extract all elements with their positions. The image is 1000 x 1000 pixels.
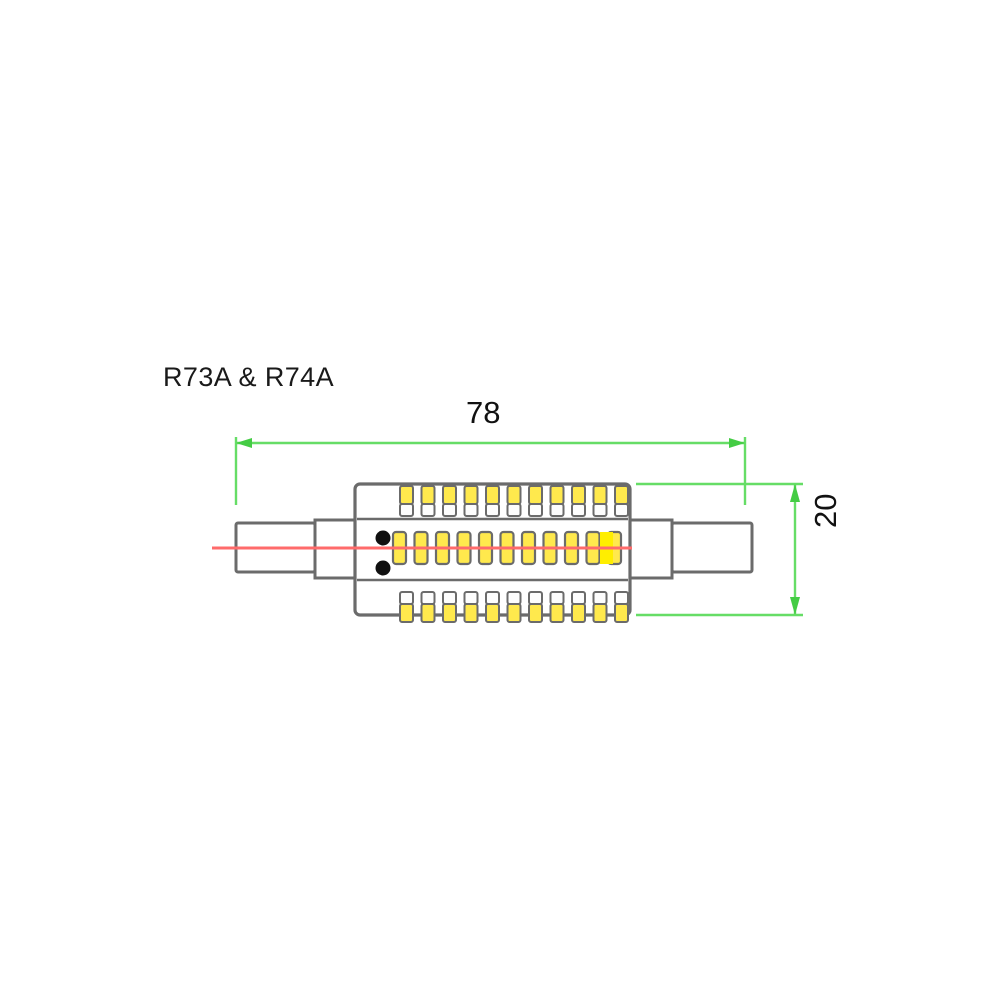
led-chip-base: [485, 503, 500, 517]
led-chip-base: [528, 591, 543, 605]
led-chip-base: [442, 503, 457, 517]
led-chip: [463, 485, 479, 505]
led-chip: [549, 485, 565, 505]
led-chip: [399, 603, 414, 623]
led-chip: [485, 485, 500, 505]
led-chip: [420, 485, 436, 505]
led-chip-base: [506, 591, 522, 605]
led-chip: [442, 485, 457, 505]
led-chip-base: [592, 591, 608, 605]
led-chip-base: [549, 503, 565, 517]
dimension-label-height: 20: [808, 493, 843, 528]
led-chip-base: [571, 591, 586, 605]
led-chip-base: [528, 503, 543, 517]
led-chip: [528, 485, 543, 505]
part-number-label: R73A & R74A: [163, 362, 335, 392]
led-chip-base: [399, 591, 414, 605]
led-chip: [528, 603, 543, 623]
led-chip: [549, 603, 565, 623]
led-chip: [506, 603, 522, 623]
dimension-arrow-top: [790, 484, 800, 502]
led-chip-base: [506, 503, 522, 517]
led-chip-base: [420, 503, 436, 517]
led-chip: [399, 485, 414, 505]
dimension-arrow-bottom: [790, 597, 800, 615]
led-chip-base: [399, 503, 414, 517]
led-middle-row: [391, 530, 623, 566]
led-chip: [614, 603, 629, 623]
bulb-right-neck: [626, 518, 674, 580]
led-chip-base: [420, 591, 436, 605]
led-chip: [485, 603, 500, 623]
led-chip: [442, 603, 457, 623]
led-chip-base: [614, 503, 629, 517]
led-chip: [592, 603, 608, 623]
led-chip: [614, 485, 629, 505]
dimension-arrow-left: [236, 438, 252, 448]
led-chip-base: [592, 503, 608, 517]
led-chip: [463, 603, 479, 623]
contact-dot-lower: [375, 560, 391, 576]
dimension-layer: [234, 437, 803, 617]
led-top-row: [399, 485, 629, 517]
led-chip-base: [549, 591, 565, 605]
led-bulb-drawing: [212, 482, 754, 623]
led-chip: [506, 485, 522, 505]
led-chip: [571, 603, 586, 623]
led-chip: [592, 485, 608, 505]
dimension-label-length: 78: [466, 395, 501, 430]
led-chip-base: [485, 591, 500, 605]
bulb-right-cap: [670, 521, 754, 574]
led-chip: [571, 485, 586, 505]
led-chip-base: [442, 591, 457, 605]
contact-dot-upper: [375, 530, 391, 546]
led-bottom-row: [399, 591, 629, 623]
dimension-arrow-right: [729, 438, 745, 448]
led-chip: [420, 603, 436, 623]
led-chip-base: [571, 503, 586, 517]
led-chip-base: [463, 503, 479, 517]
led-chip-base: [463, 591, 479, 605]
led-chip-base: [614, 591, 629, 605]
